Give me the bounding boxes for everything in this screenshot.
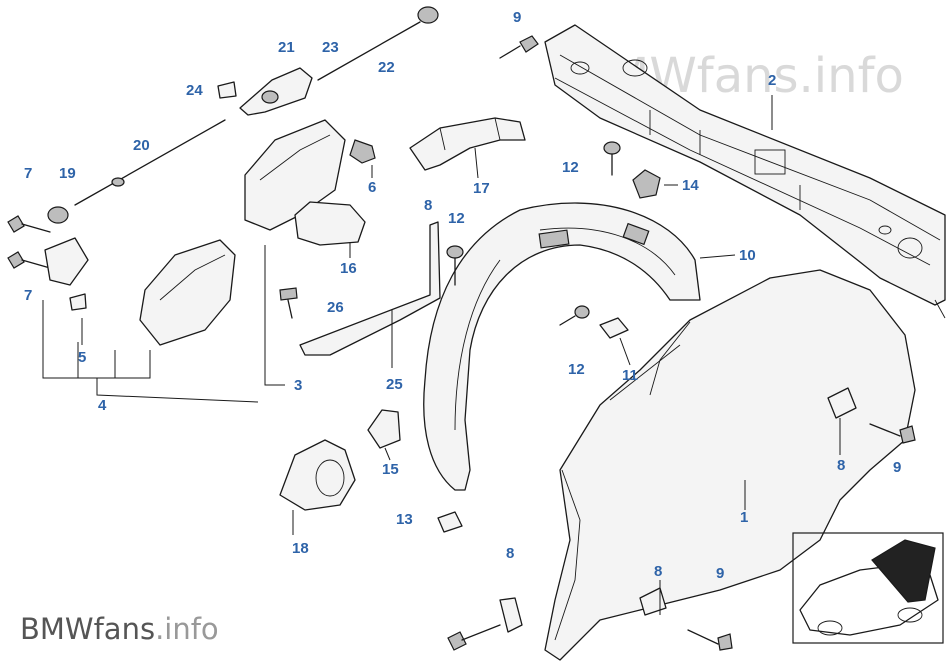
callout-13: 13 [396,511,413,528]
wheel-liner-part [423,202,701,491]
bracket-16-part [294,201,366,246]
callout-16: 16 [340,260,357,277]
callout-9a: 9 [513,9,521,26]
callout-17: 17 [473,180,490,197]
clip-15-part [367,409,401,449]
callout-7b: 7 [24,287,32,304]
callout-15: 15 [382,461,399,478]
fasteners [7,35,916,651]
watermark-bottom: BMWfans.info [20,612,219,646]
callout-25: 25 [386,376,403,393]
callout-labels: 1 2 3 4 5 6 7 7 8 8 8 8 9 9 9 10 11 12 1… [24,9,901,582]
callout-20: 20 [133,137,150,154]
callout-10: 10 [739,247,756,264]
callout-14: 14 [682,177,699,194]
callout-18: 18 [292,540,309,557]
leader-lines [42,95,841,615]
callout-8c: 8 [506,545,514,562]
callout-5: 5 [78,349,86,366]
cable-assembly-part [74,6,439,206]
callout-3: 3 [294,377,302,394]
callout-26: 26 [327,299,344,316]
callout-12c: 12 [568,361,585,378]
cover-lower-part [139,239,236,346]
callout-24: 24 [186,82,203,99]
callout-8d: 8 [654,563,662,580]
callout-9c: 9 [716,565,724,582]
strip-25-part [299,221,441,356]
callout-7a: 7 [24,165,32,182]
rear-panel-part [544,24,946,319]
callout-8a: 8 [424,197,432,214]
callout-21: 21 [278,39,295,56]
side-panel-part [544,269,916,661]
callout-11: 11 [622,367,638,384]
callout-9b: 9 [893,459,901,476]
bracket-17-part [409,117,526,171]
cover-upper-part [244,119,376,231]
callout-2: 2 [768,72,776,89]
callout-22: 22 [378,59,395,76]
callout-23: 23 [322,39,339,56]
callout-4: 4 [98,397,107,414]
callout-8b: 8 [837,457,845,474]
car-thumbnail [792,532,944,644]
callout-1: 1 [740,509,748,526]
callout-19: 19 [59,165,76,182]
callout-12a: 12 [562,159,579,176]
callout-6: 6 [368,179,376,196]
callout-12b: 12 [448,210,465,227]
cap-18-part [279,439,356,511]
